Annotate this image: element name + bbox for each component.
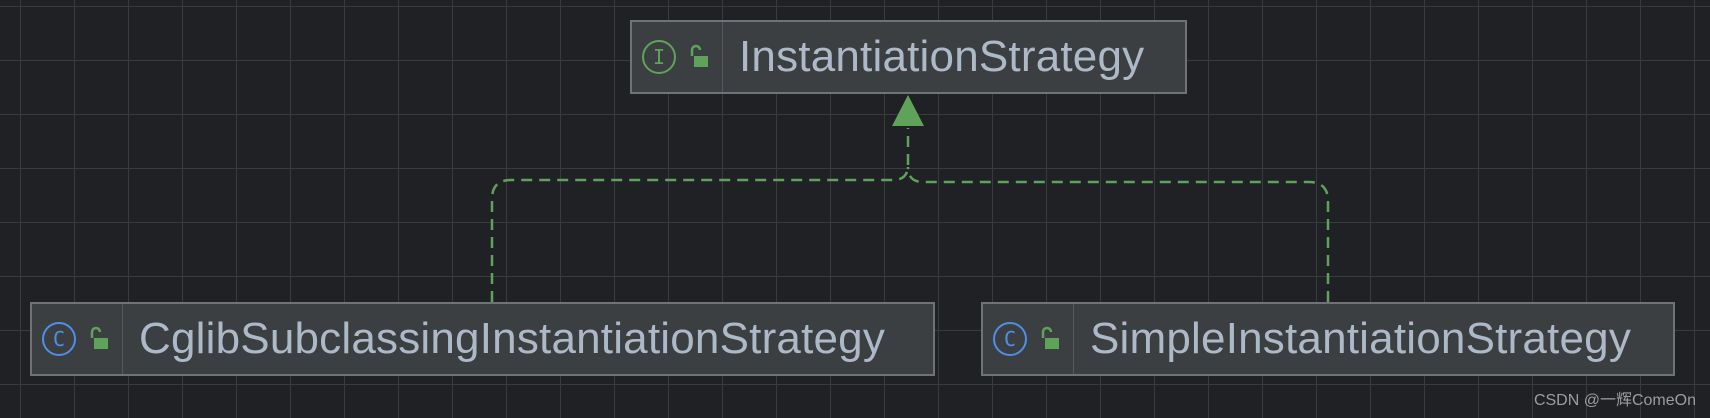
node-icons: I (632, 22, 723, 92)
class-icon: C (42, 322, 76, 356)
interface-node-instantiation-strategy[interactable]: I InstantiationStrategy (630, 20, 1187, 94)
class-node-cglib-subclassing-instantiation-strategy[interactable]: C CglibSubclassingInstantiationStrategy (30, 302, 935, 376)
edge-cglib-implements (490, 128, 910, 302)
node-icons: C (983, 304, 1074, 374)
class-node-simple-instantiation-strategy[interactable]: C SimpleInstantiationStrategy (981, 302, 1675, 376)
interface-icon: I (642, 40, 676, 74)
node-label: CglibSubclassingInstantiationStrategy (139, 314, 886, 363)
edge-simple-implements (906, 166, 1330, 302)
implements-arrowhead (892, 95, 924, 126)
class-icon: C (993, 322, 1027, 356)
node-label: SimpleInstantiationStrategy (1090, 314, 1632, 363)
watermark: CSDN @一辉ComeOn (1533, 392, 1696, 409)
node-label: InstantiationStrategy (739, 32, 1145, 81)
node-icons: C (32, 304, 123, 374)
public-lock-icon (1041, 326, 1059, 349)
public-lock-icon (690, 44, 708, 67)
public-lock-icon (90, 326, 108, 349)
